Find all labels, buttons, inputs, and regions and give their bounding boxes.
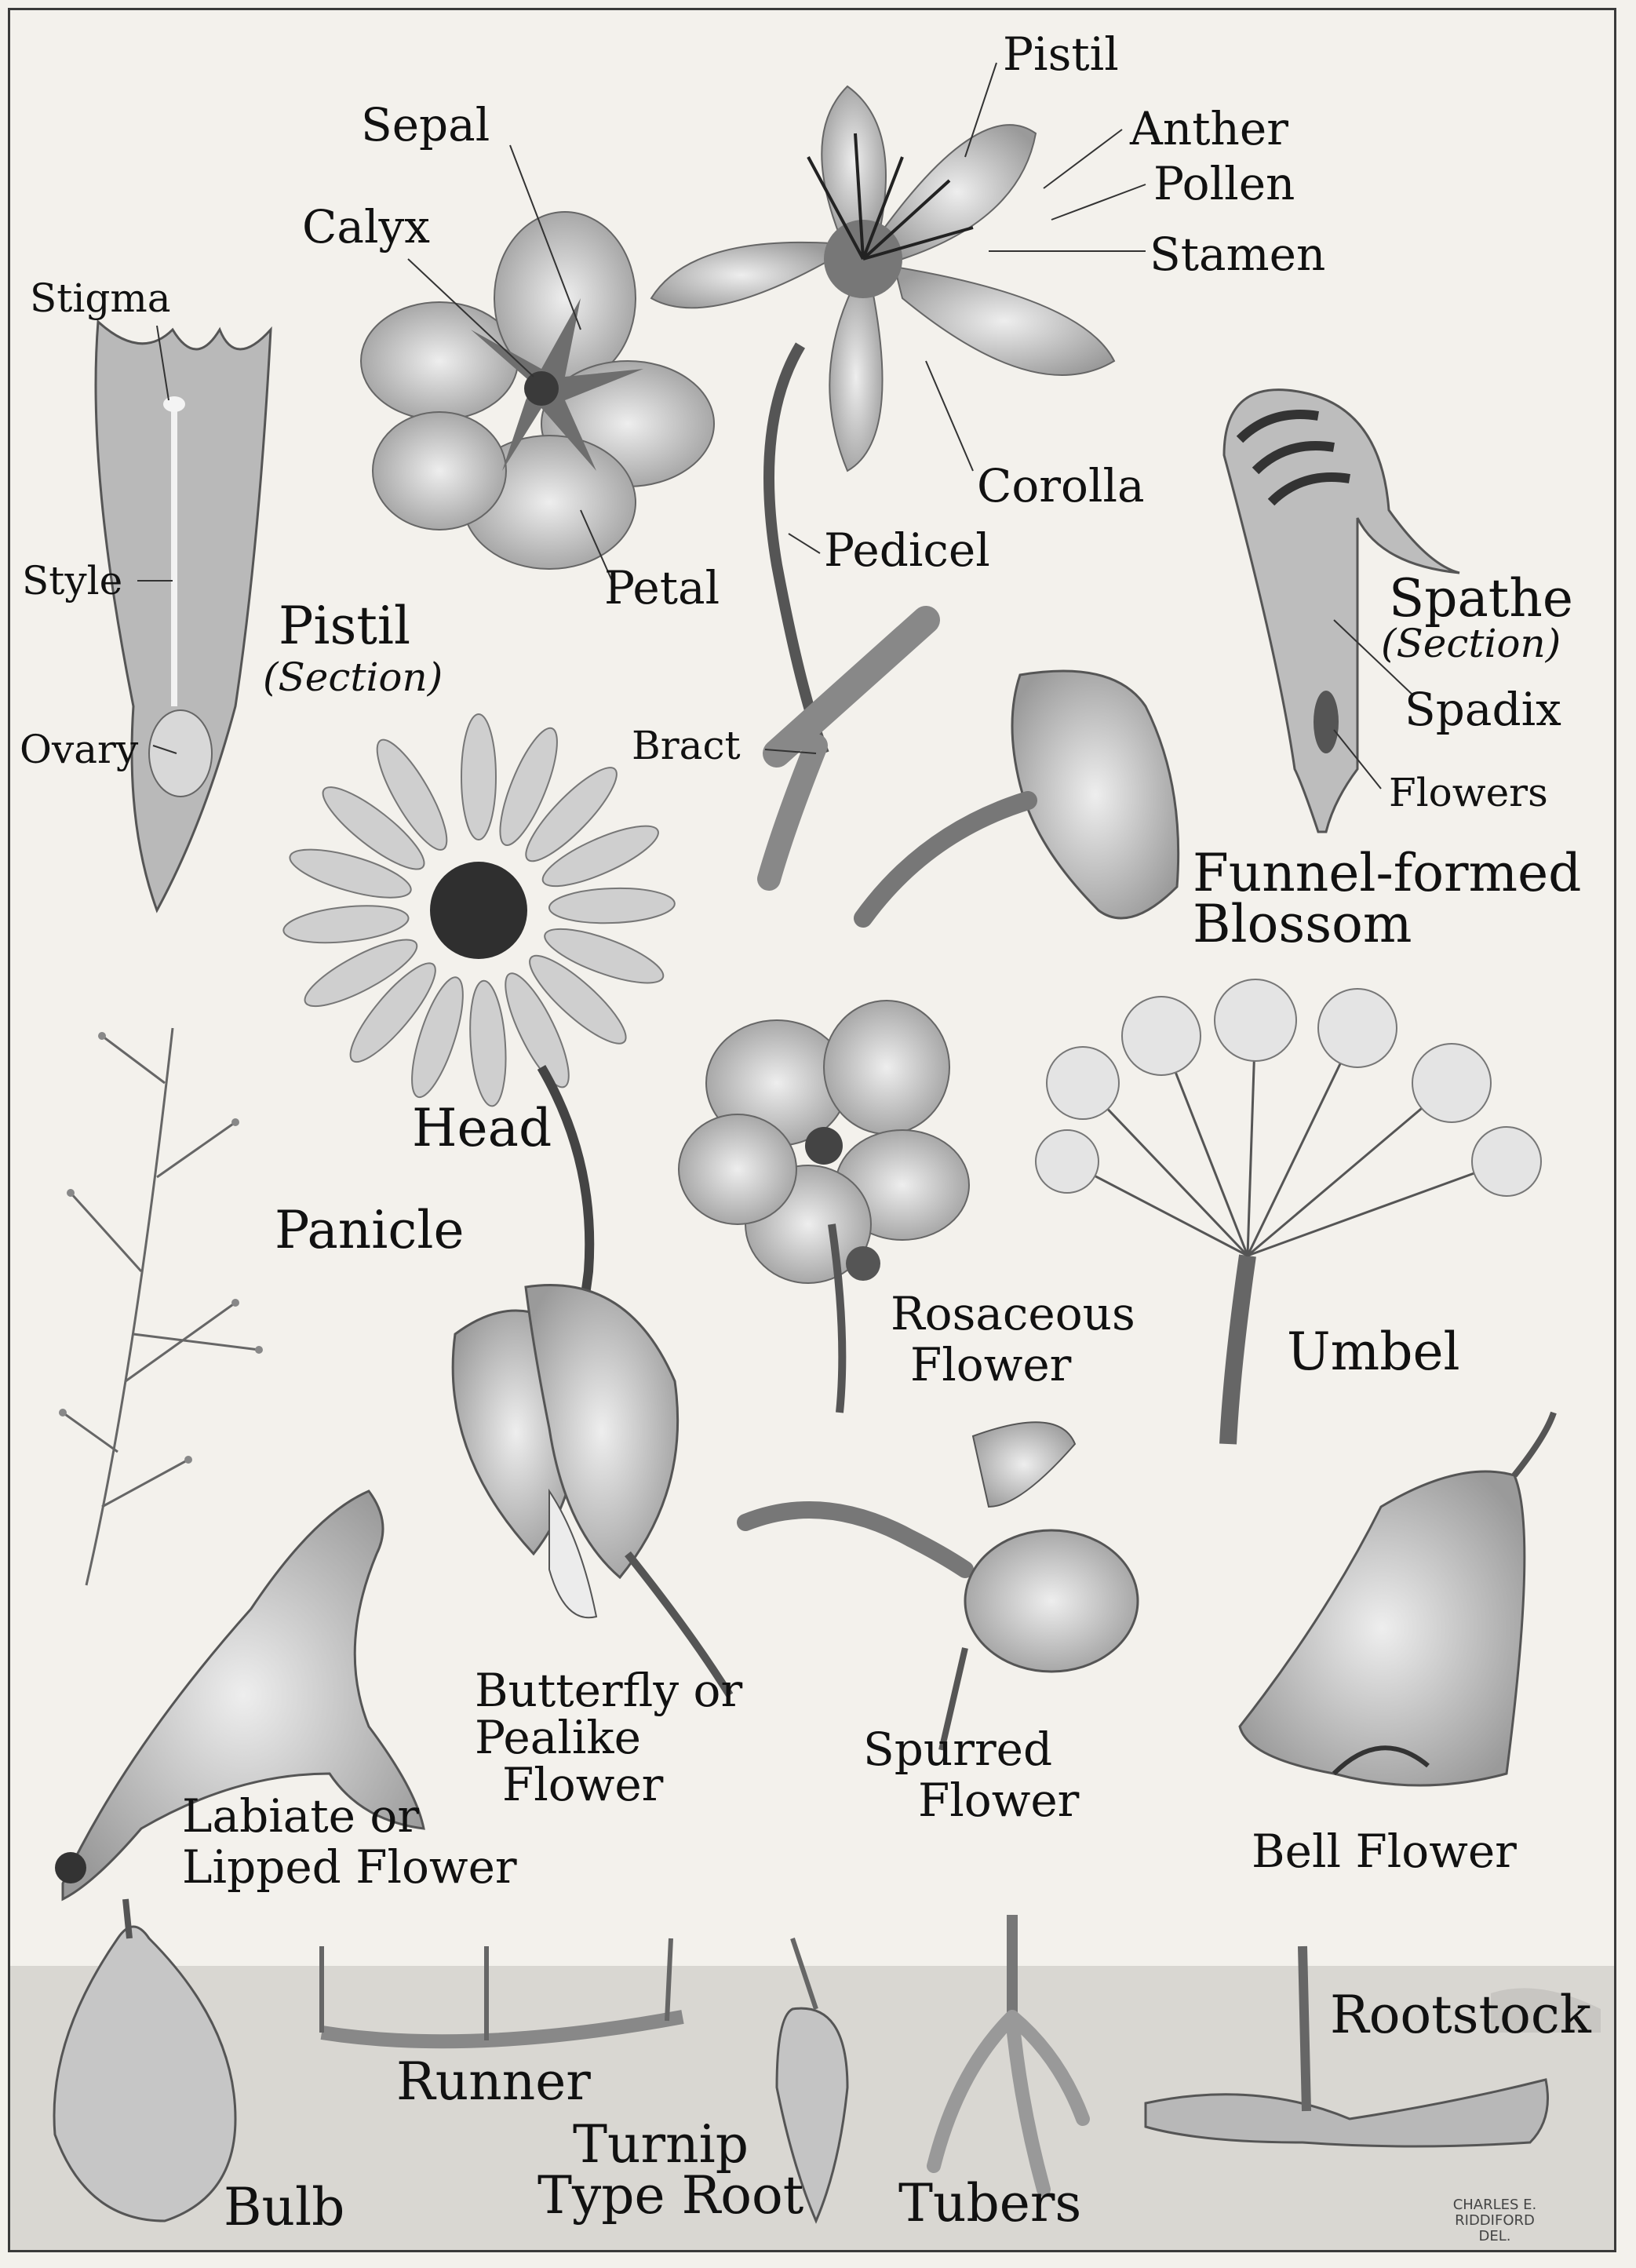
label-labiate: Labiate or — [182, 1793, 419, 1839]
label-pistil-section-title: Pistil — [279, 600, 410, 652]
signature-line-1: CHARLES E. — [1416, 2197, 1573, 2213]
label-pollen: Pollen — [1153, 161, 1295, 206]
label-petal: Petal — [604, 565, 720, 611]
label-bract: Bract — [632, 726, 741, 765]
label-pistil: Pistil — [1003, 31, 1119, 77]
label-lipped-flower: Lipped Flower — [182, 1844, 517, 1890]
label-corolla: Corolla — [977, 463, 1145, 509]
funnel-blossom-illustration — [863, 671, 1179, 918]
panicle-illustration — [59, 1028, 263, 1585]
label-rootstock: Rootstock — [1330, 1989, 1591, 2041]
label-spurred: Spurred — [863, 1727, 1052, 1772]
label-pealike: Pealike — [475, 1715, 641, 1760]
label-spadix: Spadix — [1405, 687, 1561, 732]
label-spathe-section: (Section) — [1381, 624, 1561, 663]
label-stamen: Stamen — [1150, 232, 1325, 277]
label-ovary: Ovary — [20, 730, 138, 769]
roots-illustration — [54, 1899, 1601, 2221]
label-style: Style — [22, 561, 122, 600]
label-head: Head — [412, 1103, 552, 1154]
pistil-section-illustration — [96, 322, 271, 910]
signature-line-3: DEL. — [1416, 2229, 1573, 2244]
label-turnip: Turnip — [573, 2119, 749, 2171]
label-rosaceous-flower: Flower — [910, 1342, 1071, 1387]
label-rosaceous: Rosaceous — [891, 1291, 1135, 1336]
signature-line-2: RIDDIFORD — [1416, 2213, 1573, 2229]
label-panicle: Panicle — [275, 1205, 465, 1256]
label-blossom: Blossom — [1193, 899, 1412, 950]
label-funnel-formed: Funnel-formed — [1193, 848, 1581, 899]
label-tubers: Tubers — [898, 2178, 1081, 2230]
label-sepal: Sepal — [361, 102, 490, 148]
label-bell-flower: Bell Flower — [1252, 1829, 1517, 1874]
label-stigma: Stigma — [30, 279, 171, 318]
label-flowers: Flowers — [1389, 773, 1548, 812]
label-pistil-section-note: (Section) — [263, 658, 443, 697]
label-umbel: Umbel — [1287, 1326, 1460, 1378]
label-calyx: Calyx — [302, 204, 430, 250]
bell-flower-illustration — [1240, 1413, 1554, 1785]
label-bulb: Bulb — [224, 2182, 344, 2233]
label-type-root: Type Root — [537, 2170, 803, 2222]
artist-signature: CHARLES E. RIDDIFORD DEL. — [1416, 2197, 1573, 2244]
label-spathe: Spathe — [1389, 573, 1573, 625]
spurred-flower-illustration — [745, 1422, 1138, 1750]
pealike-flower-illustration — [453, 1285, 730, 1696]
label-pealike-flower: Flower — [502, 1762, 663, 1807]
label-butterfly: Butterfly or — [475, 1668, 742, 1713]
label-pedicel: Pedicel — [824, 527, 990, 573]
label-anther: Anther — [1130, 106, 1288, 151]
label-spurred-flower: Flower — [918, 1778, 1079, 1823]
label-runner: Runner — [396, 2056, 591, 2108]
